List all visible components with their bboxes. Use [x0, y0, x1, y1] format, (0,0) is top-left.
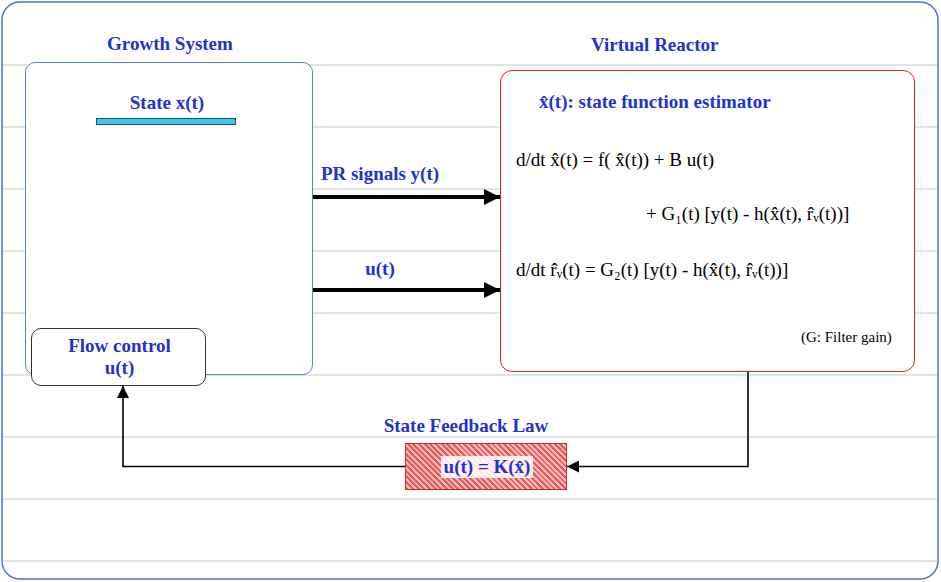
connector-arrow: [313, 195, 500, 199]
estimator-box: Virtual Reactorx̂(t): state function est…: [500, 70, 915, 372]
ruled-line: [3, 437, 937, 438]
edge-label: PR signals y(t): [318, 163, 442, 185]
process-box: Flow control u(t): [31, 328, 206, 386]
equation-line: + G₁(t) [y(t) - h(x̂(t), r̂ᵥ(t))]: [646, 203, 849, 225]
equation-line: d/dt r̂ᵥ(t) = G₂(t) [y(t) - h(x̂(t), r̂ᵥ…: [516, 259, 788, 281]
note-text: (G: Filter gain): [801, 329, 892, 346]
feedback-law: u(t) = K(x̂): [441, 456, 534, 478]
feedback-box: State Feedback Lawu(t) = K(x̂): [405, 443, 567, 490]
box-heading: Growth System: [104, 33, 236, 55]
connector-arrow: [123, 386, 405, 467]
estimator-title: x̂(t): state function estimator: [539, 91, 771, 113]
box-heading: Virtual Reactor: [591, 34, 719, 56]
surface-bar: State x(t): [96, 118, 236, 125]
connector-arrow: [567, 372, 748, 467]
edge-label: u(t): [362, 258, 398, 280]
ruled-line: [3, 499, 937, 500]
process-label: Flow control u(t): [55, 335, 185, 379]
state-label: State x(t): [130, 92, 204, 114]
ruled-line: [3, 561, 937, 562]
system-box: State x(t)Flow control u(t)Growth System: [25, 62, 313, 375]
equation-line: d/dt x̂(t) = f( x̂(t)) + B u(t): [516, 149, 714, 171]
box-heading: State Feedback Law: [384, 415, 549, 437]
